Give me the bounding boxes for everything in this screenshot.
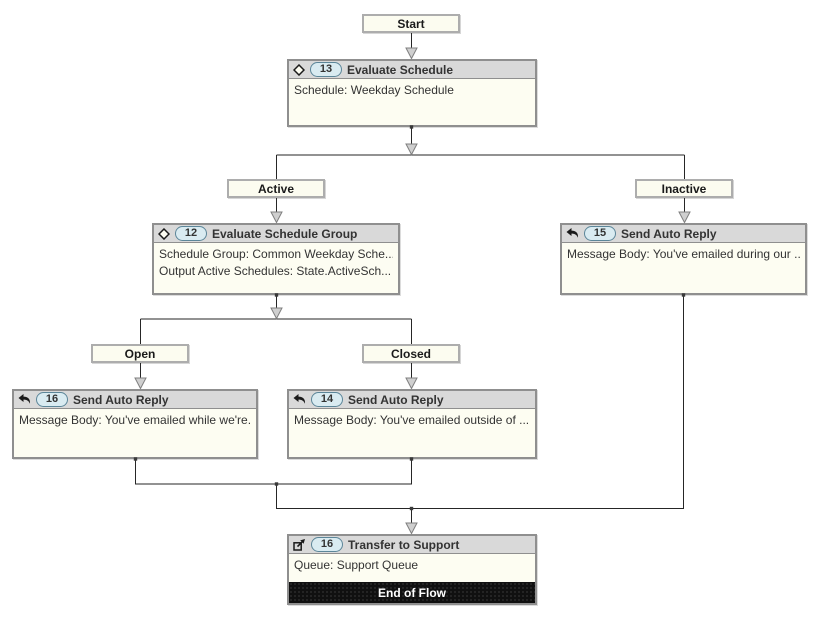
junction-dot	[274, 482, 279, 486]
node-header: 13 Evaluate Schedule	[289, 61, 535, 79]
node-title: Send Auto Reply	[73, 392, 169, 407]
node-title: Send Auto Reply	[621, 226, 717, 241]
node-property-line: Queue: Support Queue	[294, 558, 419, 572]
node-evaluate-schedule-group[interactable]: 12 Evaluate Schedule Group Schedule Grou…	[152, 223, 400, 295]
transfer-arrow-icon	[293, 538, 306, 551]
node-body: Message Body: You've emailed during our …	[562, 243, 805, 266]
node-body: Queue: Support Queue	[289, 554, 535, 577]
reply-arrow-icon	[293, 394, 306, 405]
decision-diamond-icon	[293, 63, 305, 76]
node-evaluate-schedule[interactable]: 13 Evaluate Schedule Schedule: Weekday S…	[287, 59, 537, 127]
step-number-badge: 16	[36, 392, 68, 407]
node-header: 14 Send Auto Reply	[289, 391, 535, 409]
step-number-badge: 13	[310, 62, 342, 77]
node-property-line: Message Body: You've emailed during our …	[567, 247, 800, 261]
step-number-badge: 15	[584, 226, 616, 241]
arrowhead	[270, 307, 283, 320]
arrowhead	[405, 47, 418, 60]
step-number-badge: 16	[311, 537, 343, 552]
node-send-auto-reply-open[interactable]: 16 Send Auto Reply Message Body: You've …	[12, 389, 258, 459]
reply-arrow-icon	[566, 228, 579, 239]
node-send-auto-reply-closed[interactable]: 14 Send Auto Reply Message Body: You've …	[287, 389, 537, 459]
decision-diamond-icon	[158, 227, 170, 240]
node-property-line: Schedule: Weekday Schedule	[294, 83, 454, 97]
node-title: Evaluate Schedule Group	[212, 226, 358, 241]
node-property-line: Message Body: You've emailed outside of …	[294, 413, 530, 427]
node-body: Schedule: Weekday Schedule	[289, 79, 535, 102]
node-property-line: Schedule Group: Common Weekday Sche...	[159, 247, 393, 261]
arrowhead	[678, 211, 691, 224]
node-header: 16 Send Auto Reply	[14, 391, 256, 409]
arrowhead	[405, 143, 418, 156]
branch-label-open: Open	[91, 344, 189, 363]
node-body: Schedule Group: Common Weekday Sche... O…	[154, 243, 398, 283]
node-send-auto-reply-inactive[interactable]: 15 Send Auto Reply Message Body: You've …	[560, 223, 807, 295]
start-label: Start	[362, 14, 460, 33]
arrowhead	[134, 377, 147, 390]
node-header: 15 Send Auto Reply	[562, 225, 805, 243]
node-header: 12 Evaluate Schedule Group	[154, 225, 398, 243]
junction-dot	[409, 506, 414, 511]
node-title: Transfer to Support	[348, 537, 460, 552]
step-number-badge: 14	[311, 392, 343, 407]
node-transfer-to-support[interactable]: 16 Transfer to Support Queue: Support Qu…	[287, 534, 537, 605]
arrowhead	[405, 522, 418, 535]
arrowhead	[270, 211, 283, 224]
node-body: Message Body: You've emailed outside of …	[289, 409, 535, 432]
branch-label-closed: Closed	[362, 344, 460, 363]
arrowhead	[405, 377, 418, 390]
node-body: Message Body: You've emailed while we're…	[14, 409, 256, 432]
branch-label-inactive: Inactive	[635, 179, 733, 198]
node-title: Evaluate Schedule	[347, 62, 454, 77]
node-header: 16 Transfer to Support	[289, 536, 535, 554]
node-property-line: Output Active Schedules: State.ActiveSch…	[159, 264, 392, 278]
node-title: Send Auto Reply	[348, 392, 444, 407]
node-property-line: Message Body: You've emailed while we're…	[19, 413, 251, 427]
step-number-badge: 12	[175, 226, 207, 241]
end-of-flow-bar: End of Flow	[289, 582, 535, 603]
reply-arrow-icon	[18, 394, 31, 405]
branch-label-active: Active	[227, 179, 325, 198]
